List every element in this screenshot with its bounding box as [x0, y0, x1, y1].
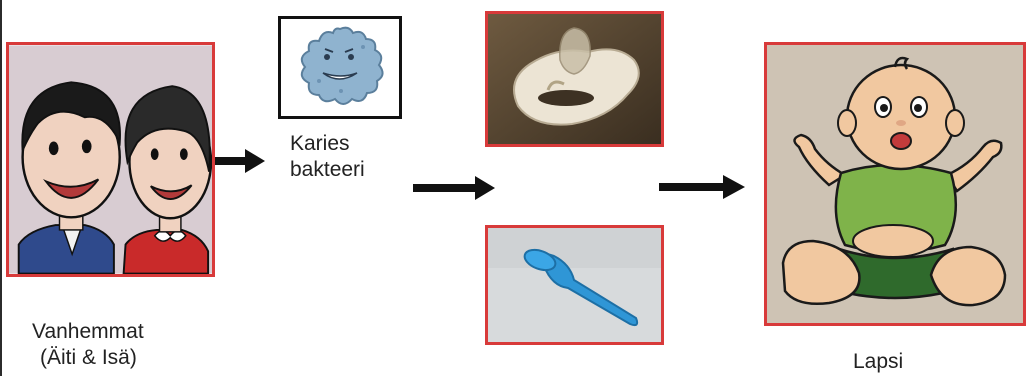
bacteria-label-line1: Karies: [290, 131, 350, 157]
parents-sublabel: (Äiti & Isä): [40, 345, 137, 371]
parents-drawing: [9, 45, 212, 274]
page-edge-line: [0, 0, 2, 376]
baby-image: [764, 42, 1026, 326]
parents-image: [6, 42, 215, 277]
bacteria-label-line2: bakteeri: [290, 157, 365, 183]
baby-drawing: [767, 45, 1023, 323]
pacifier-photo: [488, 14, 661, 144]
arrow-right-icon: [215, 147, 265, 175]
spoon-photo: [488, 228, 661, 342]
bacteria-drawing: [281, 19, 399, 116]
child-label: Lapsi: [853, 349, 903, 375]
bacteria-image: [278, 16, 402, 119]
spoon-image: [485, 225, 664, 345]
arrow-right-icon: [659, 174, 745, 200]
parents-label: Vanhemmat: [32, 319, 144, 345]
arrow-right-icon: [413, 175, 495, 201]
pacifier-image: [485, 11, 664, 147]
